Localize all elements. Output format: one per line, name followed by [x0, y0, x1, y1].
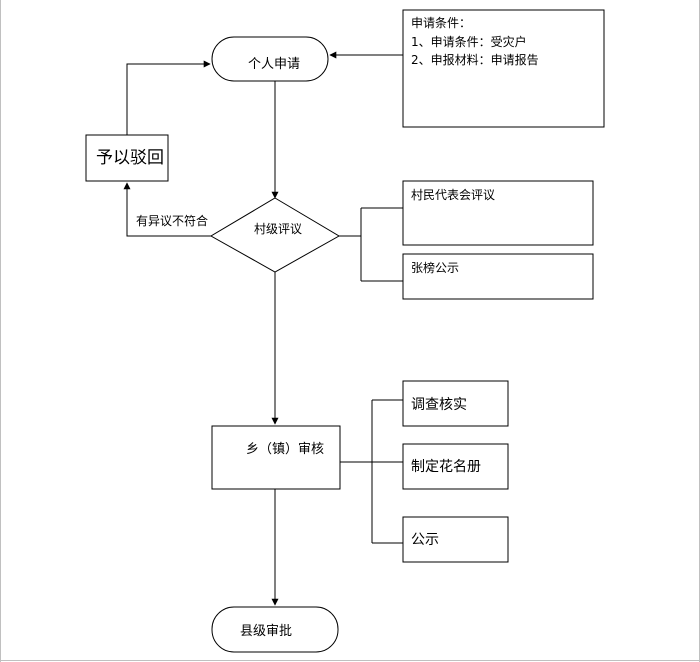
village-to-reject-arrow — [123, 182, 211, 237]
village-label: 村级评议 — [254, 222, 303, 236]
village-step-box-2 — [402, 253, 594, 300]
township-step-1-label: 调查核实 — [411, 397, 467, 413]
conditions-heading: 申请条件： — [411, 16, 472, 30]
conditions-item-1: 1、申请条件：受灾户 — [411, 35, 527, 49]
conditions-box — [402, 9, 605, 128]
village-step-box-1 — [402, 180, 594, 246]
county-label: 县级审批 — [240, 624, 293, 639]
township-step-3-label: 公示 — [411, 532, 439, 548]
township-node — [211, 425, 341, 490]
reject-label: 予以驳回 — [96, 148, 164, 168]
reject-to-apply-arrow — [126, 60, 211, 135]
township-step-box-2 — [402, 443, 509, 490]
township-step-box-3 — [402, 516, 509, 563]
village-step-1-label: 村民代表会评议 — [411, 188, 496, 202]
apply-label: 个人申请 — [248, 57, 301, 72]
village-step-2-label: 张榜公示 — [411, 261, 460, 275]
reject-box — [85, 134, 169, 182]
apply-node — [211, 36, 329, 82]
township-label: 乡（镇）审核 — [246, 442, 325, 457]
reject-condition-label: 有异议不符合 — [136, 214, 209, 228]
township-step-2-label: 制定花名册 — [411, 459, 481, 475]
county-node — [211, 606, 339, 653]
township-step-box-1 — [402, 380, 509, 427]
conditions-item-2: 2、申报材料：申请报告 — [411, 53, 539, 67]
